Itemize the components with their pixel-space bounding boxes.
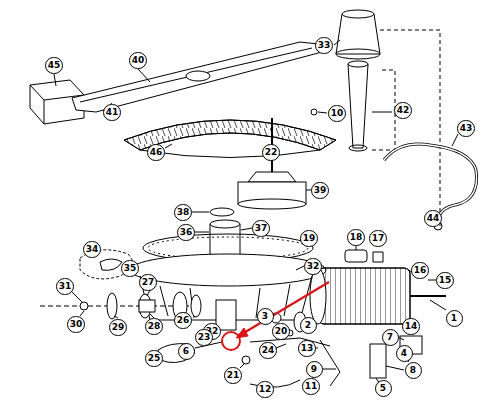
callout-number: 34: [83, 241, 102, 258]
callout-number: 18: [347, 229, 366, 246]
callout-number: 15: [436, 272, 455, 289]
callout-number: 6: [178, 343, 195, 360]
callout-number: 16: [411, 262, 430, 279]
callout-number: 22: [262, 144, 281, 161]
callout-number: 42: [394, 102, 413, 119]
callout-number: 19: [300, 230, 319, 247]
callout-number: 7: [382, 329, 399, 346]
callout-number: 37: [252, 220, 271, 237]
callout-number: 36: [177, 224, 196, 241]
callout-number: 11: [302, 378, 321, 395]
callout-number: 31: [56, 278, 75, 295]
callout-number: 45: [45, 57, 64, 74]
callout-number: 9: [306, 361, 323, 378]
callout-number: 5: [375, 380, 392, 397]
callout-number: 46: [147, 144, 166, 161]
callout-number: 24: [259, 342, 278, 359]
callout-number: 8: [405, 362, 422, 379]
callout-number: 14: [402, 318, 421, 335]
callout-number: 25: [145, 350, 164, 367]
callout-number: 20: [272, 323, 291, 340]
callout-number: 32: [304, 258, 323, 275]
callout-number: 41: [103, 104, 122, 121]
callout-number: 39: [311, 182, 330, 199]
callout-number: 29: [109, 319, 128, 336]
callout-number: 4: [396, 345, 413, 362]
callout-number: 44: [424, 210, 443, 227]
callout-number: 28: [145, 318, 164, 335]
callout-number: 30: [67, 316, 86, 333]
callout-number: 33: [315, 37, 334, 54]
callout-number: 26: [174, 312, 193, 329]
callout-number: 12: [256, 381, 275, 398]
callout-number: 10: [328, 105, 347, 122]
callout-number: 17: [369, 230, 388, 247]
callout-number: 2: [300, 317, 317, 334]
callout-number: 1: [446, 310, 463, 327]
callout-number: 27: [139, 274, 158, 291]
callout-number: 13: [298, 340, 317, 357]
callout-number: 23: [195, 329, 214, 346]
callout-number: 35: [121, 260, 140, 277]
callout-number: 43: [457, 120, 476, 137]
callout-number: 40: [129, 52, 148, 69]
callout-number: 38: [174, 204, 193, 221]
callout-number: 3: [257, 308, 274, 325]
callout-number: 21: [224, 367, 243, 384]
